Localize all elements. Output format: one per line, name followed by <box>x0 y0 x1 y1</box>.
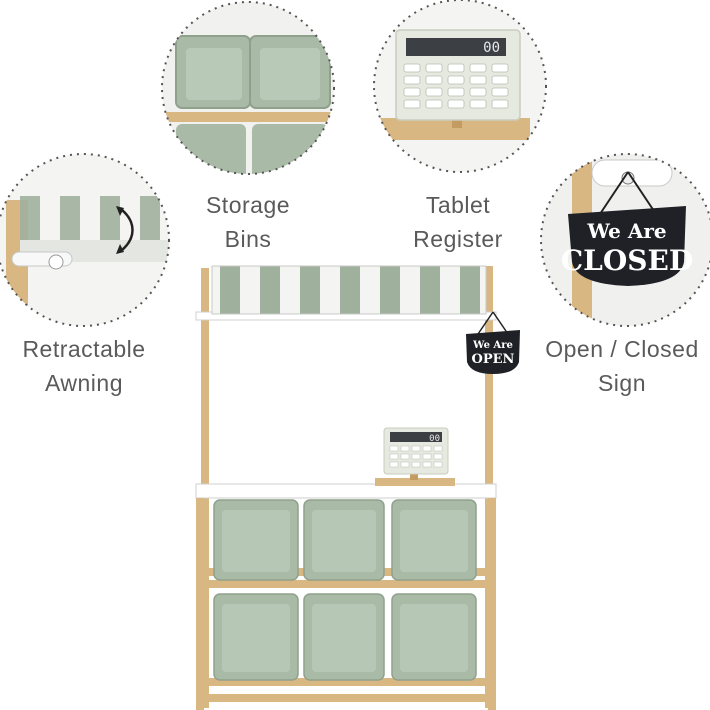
closed-sign-top-text: We Are <box>586 219 666 243</box>
retractable-awning-detail <box>0 153 170 327</box>
storage-bins-detail <box>161 1 335 175</box>
storage-bins-label-line1: Storage <box>205 192 291 218</box>
retractable-awning-label-line2: Awning <box>44 370 124 396</box>
open-sign-bottom-text: OPEN <box>472 352 515 367</box>
register-display: 00 <box>429 434 440 444</box>
open-closed-sign-label: Open / Closed Sign <box>534 332 710 400</box>
storage-bins-label: Storage Bins <box>178 188 318 256</box>
tablet-register-detail: 00 <box>373 0 547 173</box>
open-sign-top-text: We Are <box>472 340 513 351</box>
retractable-awning-label: Retractable Awning <box>4 332 164 400</box>
tablet-register-label-line1: Tablet <box>425 192 491 218</box>
sign-detail: We Are CLOSED <box>540 153 710 327</box>
curved-arrow-icon <box>121 209 134 251</box>
tablet-register-label: Tablet Register <box>388 188 528 256</box>
retractable-awning-label-line1: Retractable <box>22 336 146 362</box>
storage-bins-top-row <box>213 499 477 581</box>
tablet-register-label-line2: Register <box>413 226 503 252</box>
register-display-zoom: 00 <box>483 40 500 56</box>
closed-sign-bottom-text: CLOSED <box>561 244 693 277</box>
storage-bins-label-line2: Bins <box>224 226 272 252</box>
open-closed-sign-label-line2: Sign <box>597 370 647 396</box>
market-stand: 00 We Are OPEN <box>195 265 520 710</box>
open-closed-sign-label-line1: Open / Closed <box>545 336 699 362</box>
storage-bins-bottom-row <box>213 593 477 681</box>
